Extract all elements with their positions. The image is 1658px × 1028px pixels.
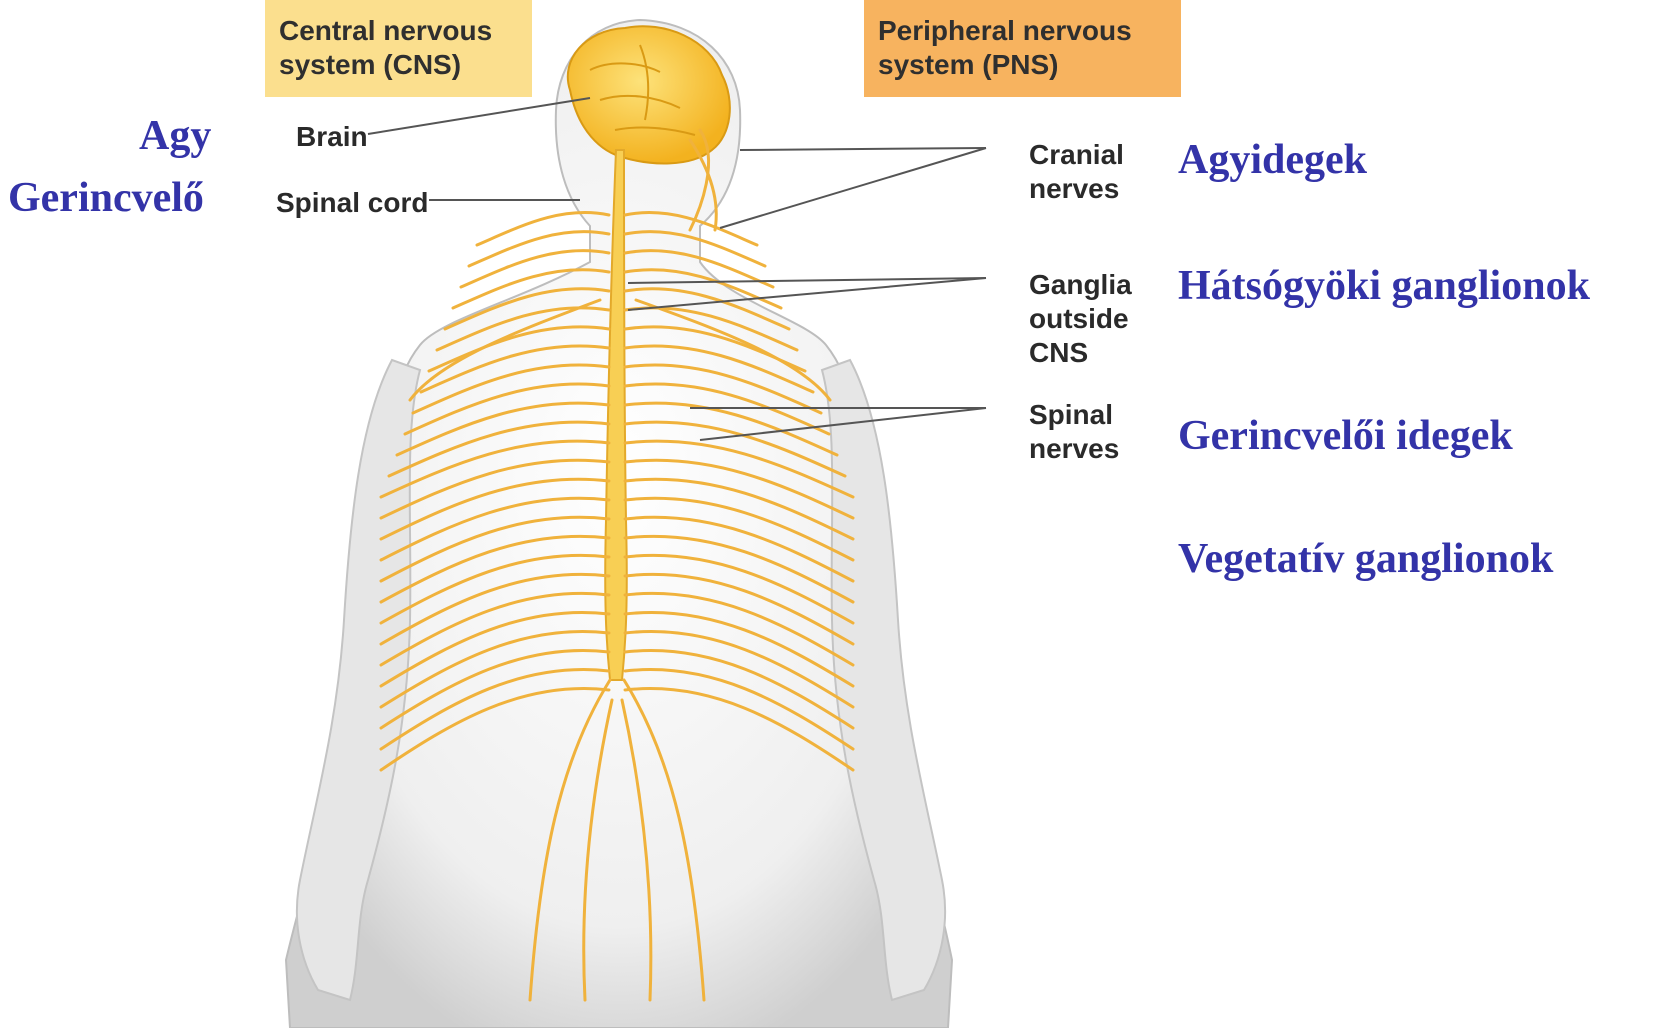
label-cranial-line2: nerves — [1029, 172, 1124, 206]
label-spinal-nerves: Spinal nerves — [1029, 398, 1119, 466]
label-spinal-nerves-line1: Spinal — [1029, 398, 1119, 432]
label-cranial-line1: Cranial — [1029, 138, 1124, 172]
cns-header-line1: Central nervous — [279, 14, 518, 48]
label-cranial-nerves: Cranial nerves — [1029, 138, 1124, 206]
hu-gerincveloi-idegek: Gerincvelői idegek — [1178, 412, 1513, 460]
label-ganglia-line1: Ganglia — [1029, 268, 1132, 302]
label-ganglia-line2: outside — [1029, 302, 1132, 336]
spinal-nerve-branch — [469, 232, 609, 266]
cns-header-box: Central nervous system (CNS) — [265, 0, 532, 97]
hu-agyidegek: Agyidegek — [1178, 136, 1367, 184]
pns-header-box: Peripheral nervous system (PNS) — [864, 0, 1181, 97]
pns-header-line1: Peripheral nervous — [878, 14, 1167, 48]
hu-hatsogyoki-ganglionok: Hátsógyöki ganglionok — [1178, 262, 1590, 310]
hu-gerincvelo: Gerincvelő — [8, 174, 204, 222]
cns-header-line2: system (CNS) — [279, 48, 518, 82]
label-ganglia-line3: CNS — [1029, 336, 1132, 370]
hu-agy: Agy — [139, 112, 211, 160]
pns-header-line2: system (PNS) — [878, 48, 1167, 82]
label-ganglia: Ganglia outside CNS — [1029, 268, 1132, 370]
hu-vegetativ-ganglionok: Vegetatív ganglionok — [1178, 535, 1553, 583]
label-spinal-nerves-line2: nerves — [1029, 432, 1119, 466]
label-brain: Brain — [296, 120, 368, 154]
label-spinal-cord: Spinal cord — [276, 186, 428, 220]
